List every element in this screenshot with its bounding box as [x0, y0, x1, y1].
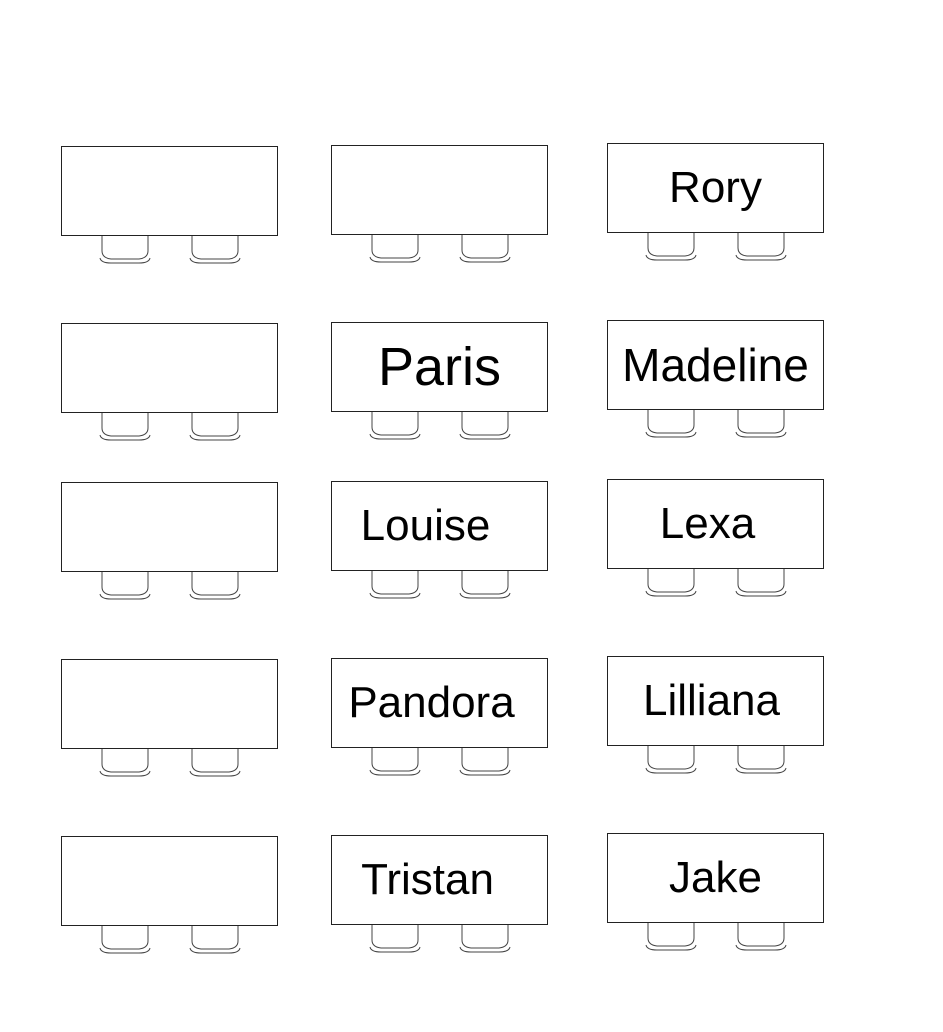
chair-icon	[735, 567, 787, 597]
desk: Pandora	[331, 658, 548, 776]
desk: Rory	[607, 143, 824, 261]
chair-icon	[189, 570, 241, 600]
student-name: Rory	[669, 163, 762, 212]
chair-icon	[459, 923, 511, 953]
student-name: Lilliana	[643, 676, 780, 725]
chair-icon	[189, 411, 241, 441]
desk-table: Jake	[607, 833, 824, 923]
student-name: Tristan	[361, 855, 494, 904]
desk-table: Pandora	[331, 658, 548, 748]
student-name: Lexa	[659, 499, 756, 548]
desk: Madeline	[607, 320, 824, 438]
chair-icon	[459, 233, 511, 263]
student-name: Paris	[377, 337, 502, 397]
chair-icon	[189, 234, 241, 264]
chair-icon	[99, 747, 151, 777]
desk-table: Rory	[607, 143, 824, 233]
desk-table	[61, 482, 278, 572]
chair-icon	[459, 410, 511, 440]
desk: Jake	[607, 833, 824, 951]
chair-icon	[369, 233, 421, 263]
desk	[61, 836, 278, 954]
student-name: Pandora	[348, 678, 515, 727]
chair-icon	[99, 411, 151, 441]
desk: Lexa	[607, 479, 824, 597]
chair-icon	[735, 408, 787, 438]
desk: Paris	[331, 322, 548, 440]
chair-icon	[645, 408, 697, 438]
chair-icon	[369, 410, 421, 440]
chair-icon	[459, 569, 511, 599]
desk	[61, 146, 278, 264]
desk: Lilliana	[607, 656, 824, 774]
desk: Tristan	[331, 835, 548, 953]
chair-icon	[189, 747, 241, 777]
chair-icon	[459, 746, 511, 776]
desk-table: Louise	[331, 481, 548, 571]
chair-icon	[99, 570, 151, 600]
desk-table: Madeline	[607, 320, 824, 410]
desk-table: Lilliana	[607, 656, 824, 746]
chair-icon	[189, 924, 241, 954]
desk	[61, 482, 278, 600]
chair-icon	[645, 921, 697, 951]
desk-table: Paris	[331, 322, 548, 412]
desk: Louise	[331, 481, 548, 599]
desk-table	[61, 146, 278, 236]
chair-icon	[369, 923, 421, 953]
chair-icon	[645, 744, 697, 774]
chair-icon	[369, 569, 421, 599]
student-name: Madeline	[622, 339, 809, 391]
chair-icon	[735, 744, 787, 774]
desk-table: Tristan	[331, 835, 548, 925]
chair-icon	[735, 921, 787, 951]
student-name: Louise	[360, 501, 491, 550]
desk-table	[61, 323, 278, 413]
desk-table	[331, 145, 548, 235]
desk-table	[61, 836, 278, 926]
desk-table: Lexa	[607, 479, 824, 569]
chair-icon	[645, 231, 697, 261]
student-name: Jake	[669, 853, 762, 902]
chair-icon	[99, 924, 151, 954]
desk-table	[61, 659, 278, 749]
chair-icon	[99, 234, 151, 264]
desk	[61, 659, 278, 777]
desk	[331, 145, 548, 263]
chair-icon	[735, 231, 787, 261]
desk	[61, 323, 278, 441]
chair-icon	[645, 567, 697, 597]
chair-icon	[369, 746, 421, 776]
